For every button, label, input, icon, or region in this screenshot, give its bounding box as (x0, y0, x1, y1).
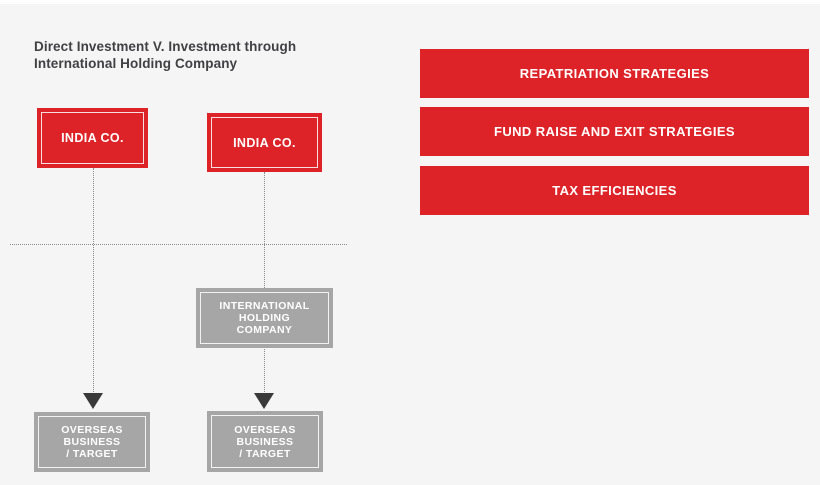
box-overseas-target-holding: OVERSEAS BUSINESS / TARGET (207, 411, 323, 472)
banner-repatriation-strategies: REPATRIATION STRATEGIES (420, 49, 809, 98)
box-overseas-target-holding-line3: / TARGET (239, 447, 291, 460)
banner-fund-raise-exit-strategies: FUND RAISE AND EXIT STRATEGIES (420, 107, 809, 156)
box-overseas-target-direct: OVERSEAS BUSINESS / TARGET (34, 412, 150, 472)
diagram-title-line2: International Holding Company (34, 56, 238, 71)
box-india-co-direct-label: INDIA CO. (61, 131, 124, 145)
box-overseas-target-holding-line2: BUSINESS (236, 435, 294, 448)
border-divider-line (10, 244, 347, 245)
box-overseas-target-holding-line1: OVERSEAS (234, 423, 296, 436)
box-international-holding-company: INTERNATIONAL HOLDING COMPANY (196, 288, 333, 348)
diagram-title: Direct Investment V. Investment through … (34, 38, 354, 72)
box-india-co-holding: INDIA CO. (207, 113, 322, 172)
box-ihc-line1: INTERNATIONAL (219, 300, 310, 312)
box-ihc-line3: COMPANY (236, 324, 293, 336)
diagram-title-line1: Direct Investment V. Investment through (34, 39, 297, 54)
banner-tax-efficiencies: TAX EFFICIENCIES (420, 166, 809, 215)
box-overseas-target-direct-line2: BUSINESS (63, 436, 121, 448)
box-india-co-direct: INDIA CO. (37, 108, 148, 168)
banner-repatriation-strategies-label: REPATRIATION STRATEGIES (519, 66, 710, 81)
arrow-down-icon (83, 393, 103, 409)
top-edge-strip (0, 0, 820, 4)
box-overseas-target-direct-line1: OVERSEAS (61, 424, 123, 436)
connector-holding-vertical-line (264, 172, 265, 392)
box-ihc-line2: HOLDING (238, 312, 291, 324)
box-overseas-target-direct-line3: / TARGET (66, 448, 118, 460)
banner-tax-efficiencies-label: TAX EFFICIENCIES (552, 183, 677, 198)
box-india-co-holding-label: INDIA CO. (233, 135, 296, 150)
arrow-down-icon (254, 393, 274, 409)
connector-direct-vertical-line (93, 168, 94, 392)
banner-fund-raise-exit-strategies-label: FUND RAISE AND EXIT STRATEGIES (494, 124, 735, 139)
